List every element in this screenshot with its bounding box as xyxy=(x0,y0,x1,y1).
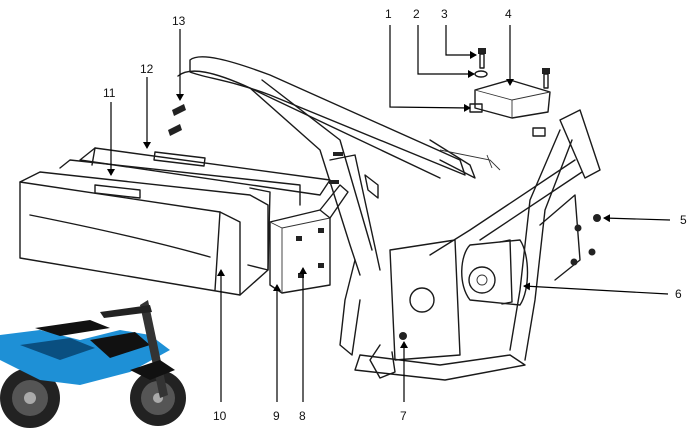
bolt-13 xyxy=(168,104,186,136)
battery-holder-top xyxy=(474,79,551,119)
bracket-small xyxy=(319,184,349,219)
motor-assembly xyxy=(389,239,529,361)
controller-box-rear xyxy=(79,147,331,271)
bike-frame xyxy=(177,56,601,381)
bolt-7 xyxy=(399,332,407,340)
callout-12: 12 xyxy=(140,62,154,76)
callout-8: 8 xyxy=(299,409,306,423)
dirt-bike-photo xyxy=(0,300,186,428)
leader-lines xyxy=(107,25,671,402)
callout-5: 5 xyxy=(680,213,687,227)
callout-11: 11 xyxy=(103,86,116,100)
callout-4: 4 xyxy=(505,7,512,21)
nut-upper-right xyxy=(532,127,546,137)
callout-13: 13 xyxy=(172,14,186,28)
washer-2 xyxy=(474,70,488,78)
callout-10: 10 xyxy=(213,409,227,423)
callout-3: 3 xyxy=(441,7,448,21)
callout-6: 6 xyxy=(675,287,682,301)
frame-bolts xyxy=(329,152,343,184)
callout-1: 1 xyxy=(385,7,392,21)
nuts-5 xyxy=(570,214,601,266)
callout-labels: 1 2 3 4 5 6 7 8 9 10 11 12 13 xyxy=(103,7,687,423)
battery-case-front xyxy=(19,159,301,296)
bolt-3 xyxy=(478,48,486,69)
callout-2: 2 xyxy=(413,7,420,21)
bolt-top-right xyxy=(542,68,550,89)
callout-7: 7 xyxy=(400,409,407,423)
controller-plate-9 xyxy=(269,209,331,294)
callout-9: 9 xyxy=(273,409,280,423)
